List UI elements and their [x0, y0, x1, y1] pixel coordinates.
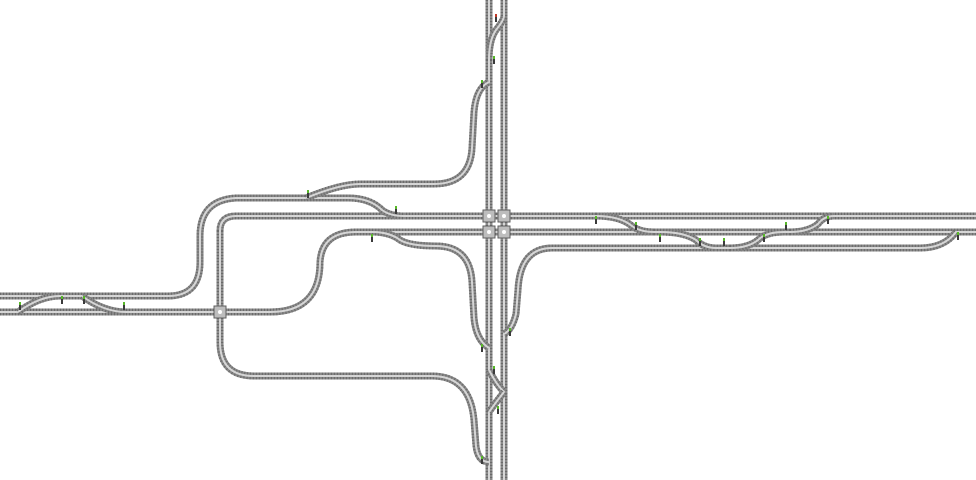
track-signal-icon[interactable]: [827, 216, 829, 224]
track-signal-icon[interactable]: [371, 234, 373, 242]
track-signal-icon[interactable]: [493, 56, 495, 64]
track-signal-icon[interactable]: [123, 302, 125, 310]
track-south-loop[interactable]: [216, 231, 490, 466]
track-signal-icon[interactable]: [307, 190, 309, 198]
track-signal-icon[interactable]: [659, 234, 661, 242]
track-signal-icon[interactable]: [635, 222, 637, 230]
track-signal-icon[interactable]: [699, 238, 701, 246]
track-signal-icon[interactable]: [495, 14, 497, 22]
track-north-crossover[interactable]: [485, 15, 508, 61]
track-east-lower[interactable]: [316, 228, 976, 263]
signals: [19, 14, 959, 464]
track-west-upper[interactable]: [0, 194, 405, 300]
track-signal-icon[interactable]: [785, 222, 787, 230]
track-east-crossover-b[interactable]: [659, 228, 717, 252]
track-signal-icon[interactable]: [497, 406, 499, 414]
track-east-crossover-c[interactable]: [729, 228, 785, 252]
track-signal-icon[interactable]: [19, 302, 21, 310]
track-signal-icon[interactable]: [481, 80, 483, 88]
track-signal-icon[interactable]: [481, 344, 483, 352]
level-crossing-tiles: [213, 209, 511, 319]
track-signal-icon[interactable]: [493, 366, 495, 374]
track-southeast-curve[interactable]: [502, 229, 959, 338]
track-south-crossover-a[interactable]: [485, 368, 507, 395]
track-signal-icon[interactable]: [395, 206, 397, 214]
track-signal-icon[interactable]: [723, 238, 725, 246]
track-signal-icon[interactable]: [509, 328, 511, 336]
track-north-curve[interactable]: [304, 78, 491, 202]
track-west-lower[interactable]: [0, 261, 324, 316]
track-west-crossover-a[interactable]: [15, 292, 61, 315]
track-west-crossover-b[interactable]: [79, 293, 127, 316]
track-south-crossover-b[interactable]: [486, 389, 507, 415]
track-signal-icon[interactable]: [481, 456, 483, 464]
track-east-crossover-a[interactable]: [595, 212, 655, 236]
track-southwest-curve[interactable]: [371, 228, 492, 351]
track-east-upper[interactable]: [216, 212, 976, 232]
track-signal-icon[interactable]: [957, 232, 959, 240]
track-signal-icon[interactable]: [83, 296, 85, 304]
track-signal-icon[interactable]: [595, 216, 597, 224]
track-signal-icon[interactable]: [763, 234, 765, 242]
track-signal-icon[interactable]: [61, 296, 63, 304]
